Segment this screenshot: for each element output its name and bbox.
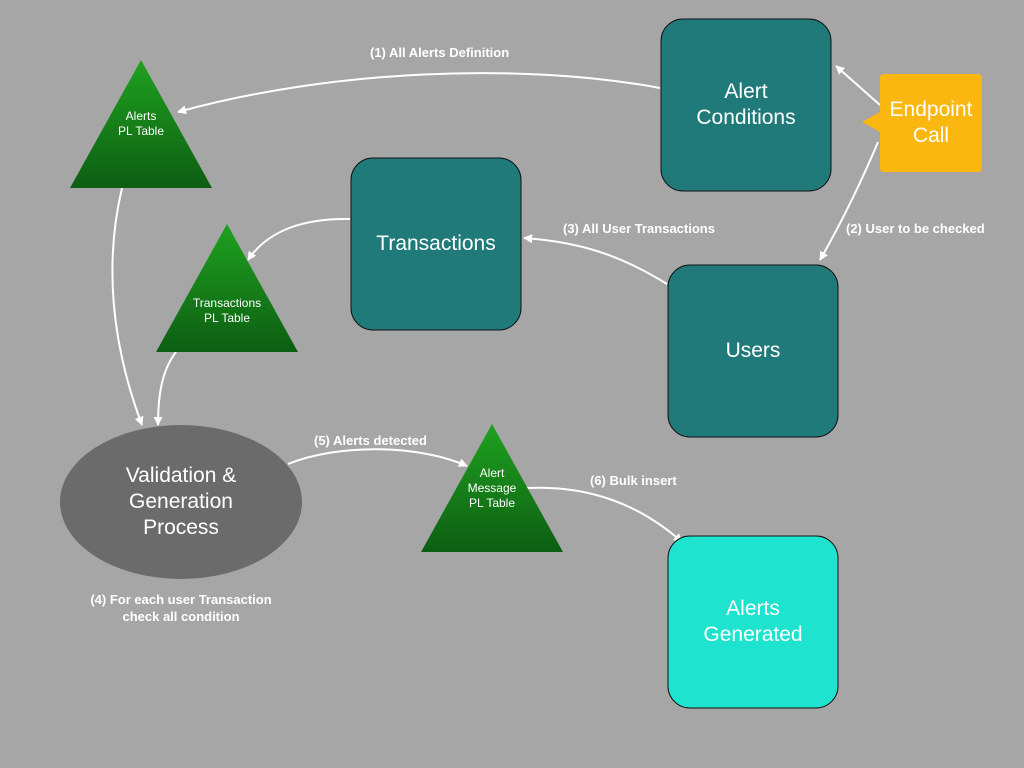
endpoint-call-callout [862,74,982,172]
edge-endpoint-to-alert-conditions [835,65,881,106]
edge-label-step6: (6) Bulk insert [590,473,677,488]
edge-label-step2: (2) User to be checked [846,221,985,236]
edge-label-step3: (3) All User Transactions [563,221,715,236]
edge-label-step4: (4) For each user Transaction check all … [90,592,272,624]
edge-transactions-table-to-validation [153,351,177,426]
edge-validation-to-alert-message-table [287,448,468,467]
alerts-generated-box [667,535,839,709]
transactions-pl-table-triangle [156,224,298,352]
edge-label-step1: (1) All Alerts Definition [370,45,510,60]
edge-label-step5: (5) Alerts detected [314,433,427,448]
validation-process-ellipse [60,425,302,579]
alert-conditions-box [660,18,832,192]
alerts-pl-table-label: Alerts PL Table [117,109,165,138]
alerts-pl-table-triangle [70,60,212,188]
alert-message-pl-table-triangle [421,424,563,552]
edge-transactions-to-transactions-table [247,217,351,261]
edge-alerts-table-to-validation [111,187,144,426]
edge-alert-conditions-to-alerts-table [177,72,661,115]
transactions-pl-table-label: Transactions PL Table [192,296,262,325]
alert-message-pl-table-label: Alert Message PL Table [467,466,517,510]
edge-users-to-transactions [523,234,668,285]
users-box [667,264,839,438]
edge-alert-message-table-to-alerts-generated [526,486,683,543]
transactions-box [350,157,522,331]
edge-endpoint-to-users [819,141,879,261]
